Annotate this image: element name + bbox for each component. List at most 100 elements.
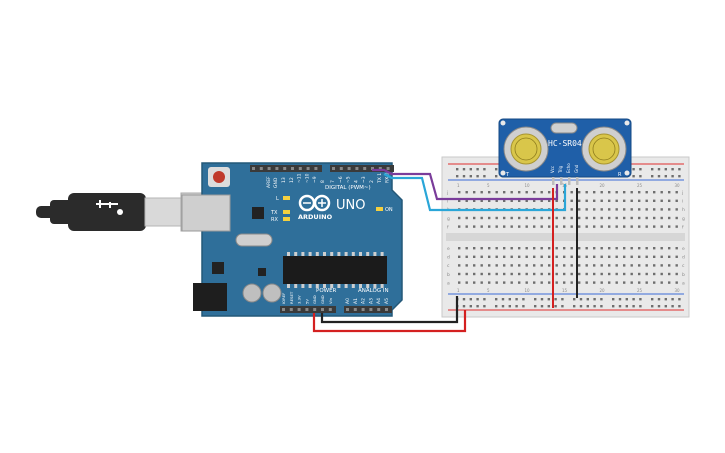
digital-pin-label: 4 xyxy=(353,180,359,183)
digital-pin-label: ~5 xyxy=(346,176,352,183)
power-pin-label: IOREF xyxy=(281,293,286,304)
row-letter: j xyxy=(446,190,448,196)
column-number: 5 xyxy=(487,183,490,188)
digital-pin-label: RX 0 xyxy=(385,172,391,183)
row-letter: a xyxy=(682,281,685,286)
power-pin-label: 3.3V xyxy=(297,295,302,304)
atmega-chip xyxy=(283,256,387,284)
row-letter: b xyxy=(447,272,450,278)
sensor-label: HC-SR04 xyxy=(548,139,582,148)
power-pin-label: GND xyxy=(312,295,317,304)
led-l-label: L xyxy=(276,196,279,202)
row-letter: e xyxy=(447,247,450,252)
wires xyxy=(312,168,578,333)
digital-pin-label: 7 xyxy=(330,180,336,183)
row-letter: f xyxy=(682,224,684,230)
digital-pin-label: ~6 xyxy=(338,176,344,183)
digital-pin-label: TX 1 xyxy=(377,173,383,184)
reset-button[interactable] xyxy=(213,171,225,183)
row-letter: i xyxy=(682,199,683,205)
analog-pin-label: A4 xyxy=(376,298,382,304)
analog-pin-label: A1 xyxy=(353,298,359,304)
power-label: POWER xyxy=(316,288,337,294)
power-jack xyxy=(193,283,227,311)
digital-pin-label: ~11 xyxy=(297,173,303,183)
column-number: 15 xyxy=(562,288,568,293)
row-letter: j xyxy=(681,190,683,196)
gnd-label-digital: GND xyxy=(273,177,279,188)
analog-in-label: ANALOG IN xyxy=(358,288,389,294)
column-number: 30 xyxy=(675,183,681,188)
wire-5v-red xyxy=(312,310,467,333)
digital-pin-label: ~10 xyxy=(304,173,310,183)
row-letter: b xyxy=(682,272,685,278)
row-letter: h xyxy=(682,207,685,213)
analog-pin-label: A0 xyxy=(345,298,351,304)
row-letter: c xyxy=(447,264,450,269)
digital-pin-label: 13 xyxy=(281,177,287,183)
power-pin-label: Vin xyxy=(328,297,333,304)
row-letter: g xyxy=(447,217,450,222)
analog-header xyxy=(344,306,392,313)
sensor-pin xyxy=(576,177,579,185)
sensor-pin-label: Vcc xyxy=(550,166,555,173)
led-tx-label: TX xyxy=(270,210,278,216)
column-number: 25 xyxy=(637,288,643,293)
row-letter: f xyxy=(447,224,449,230)
aref-label: AREF xyxy=(266,176,272,188)
digital-pin-label: 8 xyxy=(320,180,326,183)
power-pin-label: GND xyxy=(320,295,325,304)
digital-header-low xyxy=(330,165,394,172)
row-letter: e xyxy=(682,247,685,252)
row-letter: d xyxy=(447,255,450,261)
column-number: 20 xyxy=(600,288,606,293)
analog-pin-label: A2 xyxy=(361,298,367,304)
center-channel xyxy=(446,233,685,241)
power-pin-label: 5V xyxy=(304,299,309,304)
column-number: 1 xyxy=(457,183,460,188)
power-pin-label: RESET xyxy=(289,291,294,304)
led-rx-label: RX xyxy=(271,217,278,223)
column-number: 10 xyxy=(525,288,531,293)
digital-pin-label: 2 xyxy=(369,180,375,183)
digital-pin-label: ~3 xyxy=(361,176,367,183)
row-letter: c xyxy=(682,264,685,269)
sensor-pin xyxy=(568,177,571,185)
wire-echo-cyan xyxy=(383,173,567,212)
digital-pwm-label: DIGITAL (PWM~) xyxy=(325,185,371,191)
usb-icon xyxy=(96,200,118,208)
digital-pin-label: 12 xyxy=(289,177,295,183)
column-number: 25 xyxy=(637,183,643,188)
row-letter: i xyxy=(447,199,448,205)
led-on-label: ON xyxy=(385,207,393,213)
row-letter: g xyxy=(682,217,685,222)
column-number: 1 xyxy=(457,288,460,293)
sensor-pin xyxy=(560,177,563,185)
analog-pin-label: A3 xyxy=(368,298,374,304)
column-number: 30 xyxy=(675,288,681,293)
wire-gnd-black-arduino xyxy=(320,296,459,324)
arduino-brand-text: ARDUINO xyxy=(298,213,333,221)
sensor-pin-label: Gnd xyxy=(574,164,579,173)
analog-pin-label: A5 xyxy=(384,298,390,304)
sensor-pin xyxy=(552,177,555,185)
sensor-crystal xyxy=(550,122,578,134)
row-letter: d xyxy=(682,255,685,261)
usb-plug xyxy=(68,193,146,231)
svg-text:T: T xyxy=(505,172,510,178)
sensor-pin-label: Trig xyxy=(558,165,563,174)
wire-trig-purple xyxy=(372,168,559,201)
arduino-model-text: UNO xyxy=(336,198,365,213)
digital-pin-label: ~9 xyxy=(312,176,318,183)
column-number: 10 xyxy=(525,183,531,188)
sensor-pin-label: Echo xyxy=(566,163,571,173)
svg-text:R: R xyxy=(618,172,622,178)
column-number: 20 xyxy=(600,183,606,188)
arduino-infinity-logo-icon xyxy=(298,194,331,212)
column-number: 5 xyxy=(487,288,490,293)
row-letter: a xyxy=(447,281,450,286)
